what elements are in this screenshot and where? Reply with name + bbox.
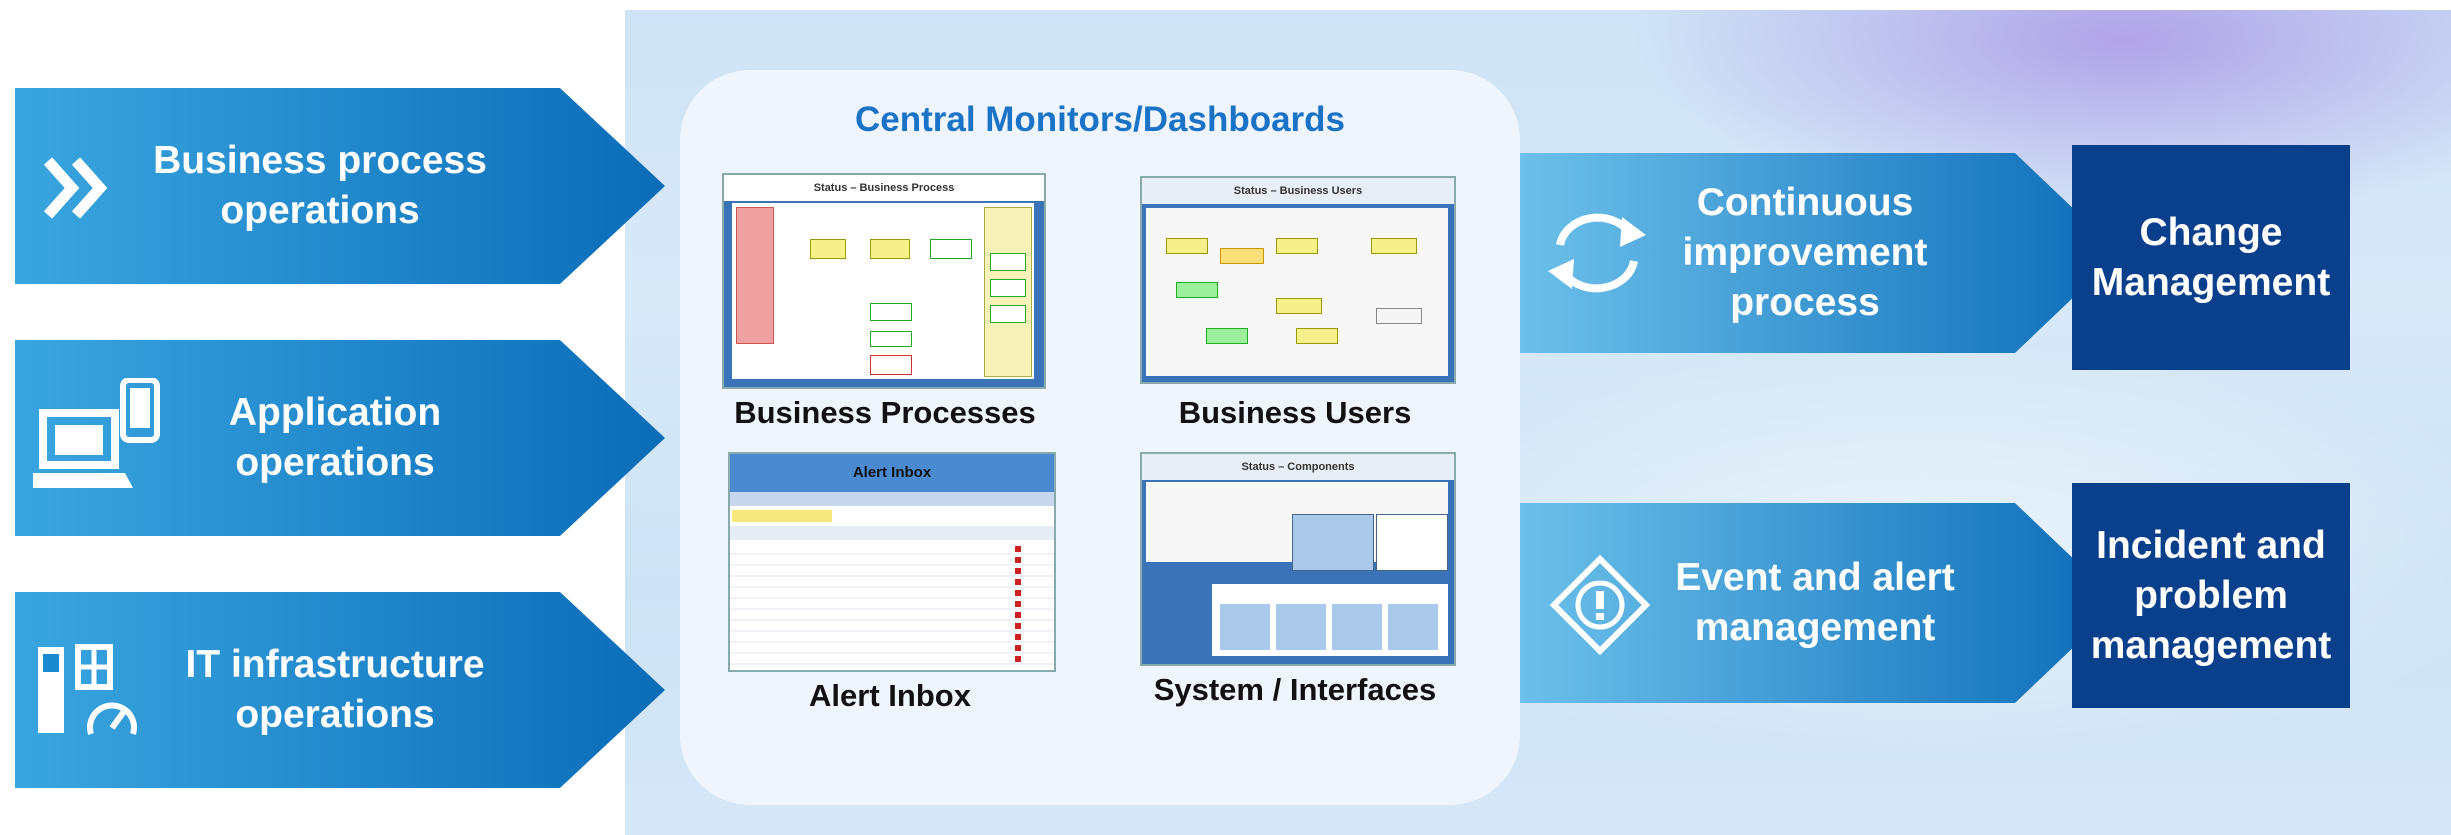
box-line: management xyxy=(2090,623,2332,667)
label-line: Business process xyxy=(153,139,487,182)
label-line: management xyxy=(1694,606,1936,649)
label-line: operations xyxy=(235,693,435,736)
arrow-shape xyxy=(15,592,665,788)
arrow-business-process: Business process operations xyxy=(15,88,665,284)
business-users-caption: Business Users xyxy=(1178,395,1412,430)
arrow-continuous-improvement: Continuous improvement process xyxy=(1520,153,2120,353)
central-monitors-title: Central Monitors/Dashboards xyxy=(854,100,1346,139)
arrow-event-alert: Event and alert management xyxy=(1520,503,2120,703)
box-line: Change xyxy=(2139,210,2283,254)
label-line: improvement xyxy=(1682,231,1928,274)
screen-title: Alert Inbox xyxy=(730,454,1054,492)
alert-rows xyxy=(730,544,1054,670)
box-line: problem xyxy=(2134,573,2288,617)
label-line: Continuous xyxy=(1696,181,1914,224)
label-line: Application xyxy=(228,391,442,434)
arrow-shape xyxy=(1520,153,2120,353)
label-line: operations xyxy=(220,189,420,232)
label-line: IT infrastructure xyxy=(185,643,485,686)
screen-body xyxy=(732,203,1034,379)
arrow-shape xyxy=(15,340,665,536)
arrow-shape xyxy=(1520,503,2120,703)
business-processes-screenshot[interactable]: Status – Business Process xyxy=(722,173,1046,389)
alert-inbox-caption: Alert Inbox xyxy=(809,678,971,713)
screen-title: Status – Business Process xyxy=(724,175,1044,201)
screen-title: Status – Components xyxy=(1142,454,1454,480)
application-label: Application operations xyxy=(145,388,525,488)
box-line: Management xyxy=(2091,260,2331,304)
label-line: process xyxy=(1730,281,1880,324)
incident-problem-management-box: Incident and problem management xyxy=(2072,483,2350,708)
continuous-improvement-label: Continuous improvement process xyxy=(1640,178,1970,328)
business-users-screenshot[interactable]: Status – Business Users xyxy=(1140,176,1456,384)
alert-inbox-screenshot[interactable]: Alert Inbox xyxy=(728,452,1056,672)
box-line: Incident and xyxy=(2096,523,2326,567)
change-management-box: Change Management xyxy=(2072,145,2350,370)
screen-title: Status – Business Users xyxy=(1142,178,1454,204)
event-alert-label: Event and alert management xyxy=(1650,553,1980,653)
business-processes-caption: Business Processes xyxy=(734,395,1036,430)
label-line: operations xyxy=(235,441,435,484)
arrow-shape xyxy=(15,88,665,284)
system-interfaces-caption: System / Interfaces xyxy=(1153,672,1437,707)
business-process-label: Business process operations xyxy=(110,136,530,236)
screen-body xyxy=(1146,208,1448,376)
arrow-it-infrastructure: IT infrastructure operations xyxy=(15,592,665,788)
it-infrastructure-label: IT infrastructure operations xyxy=(145,640,525,740)
system-interfaces-screenshot[interactable]: Status – Components xyxy=(1140,452,1456,666)
label-line: Event and alert xyxy=(1675,556,1955,599)
arrow-application: Application operations xyxy=(15,340,665,536)
